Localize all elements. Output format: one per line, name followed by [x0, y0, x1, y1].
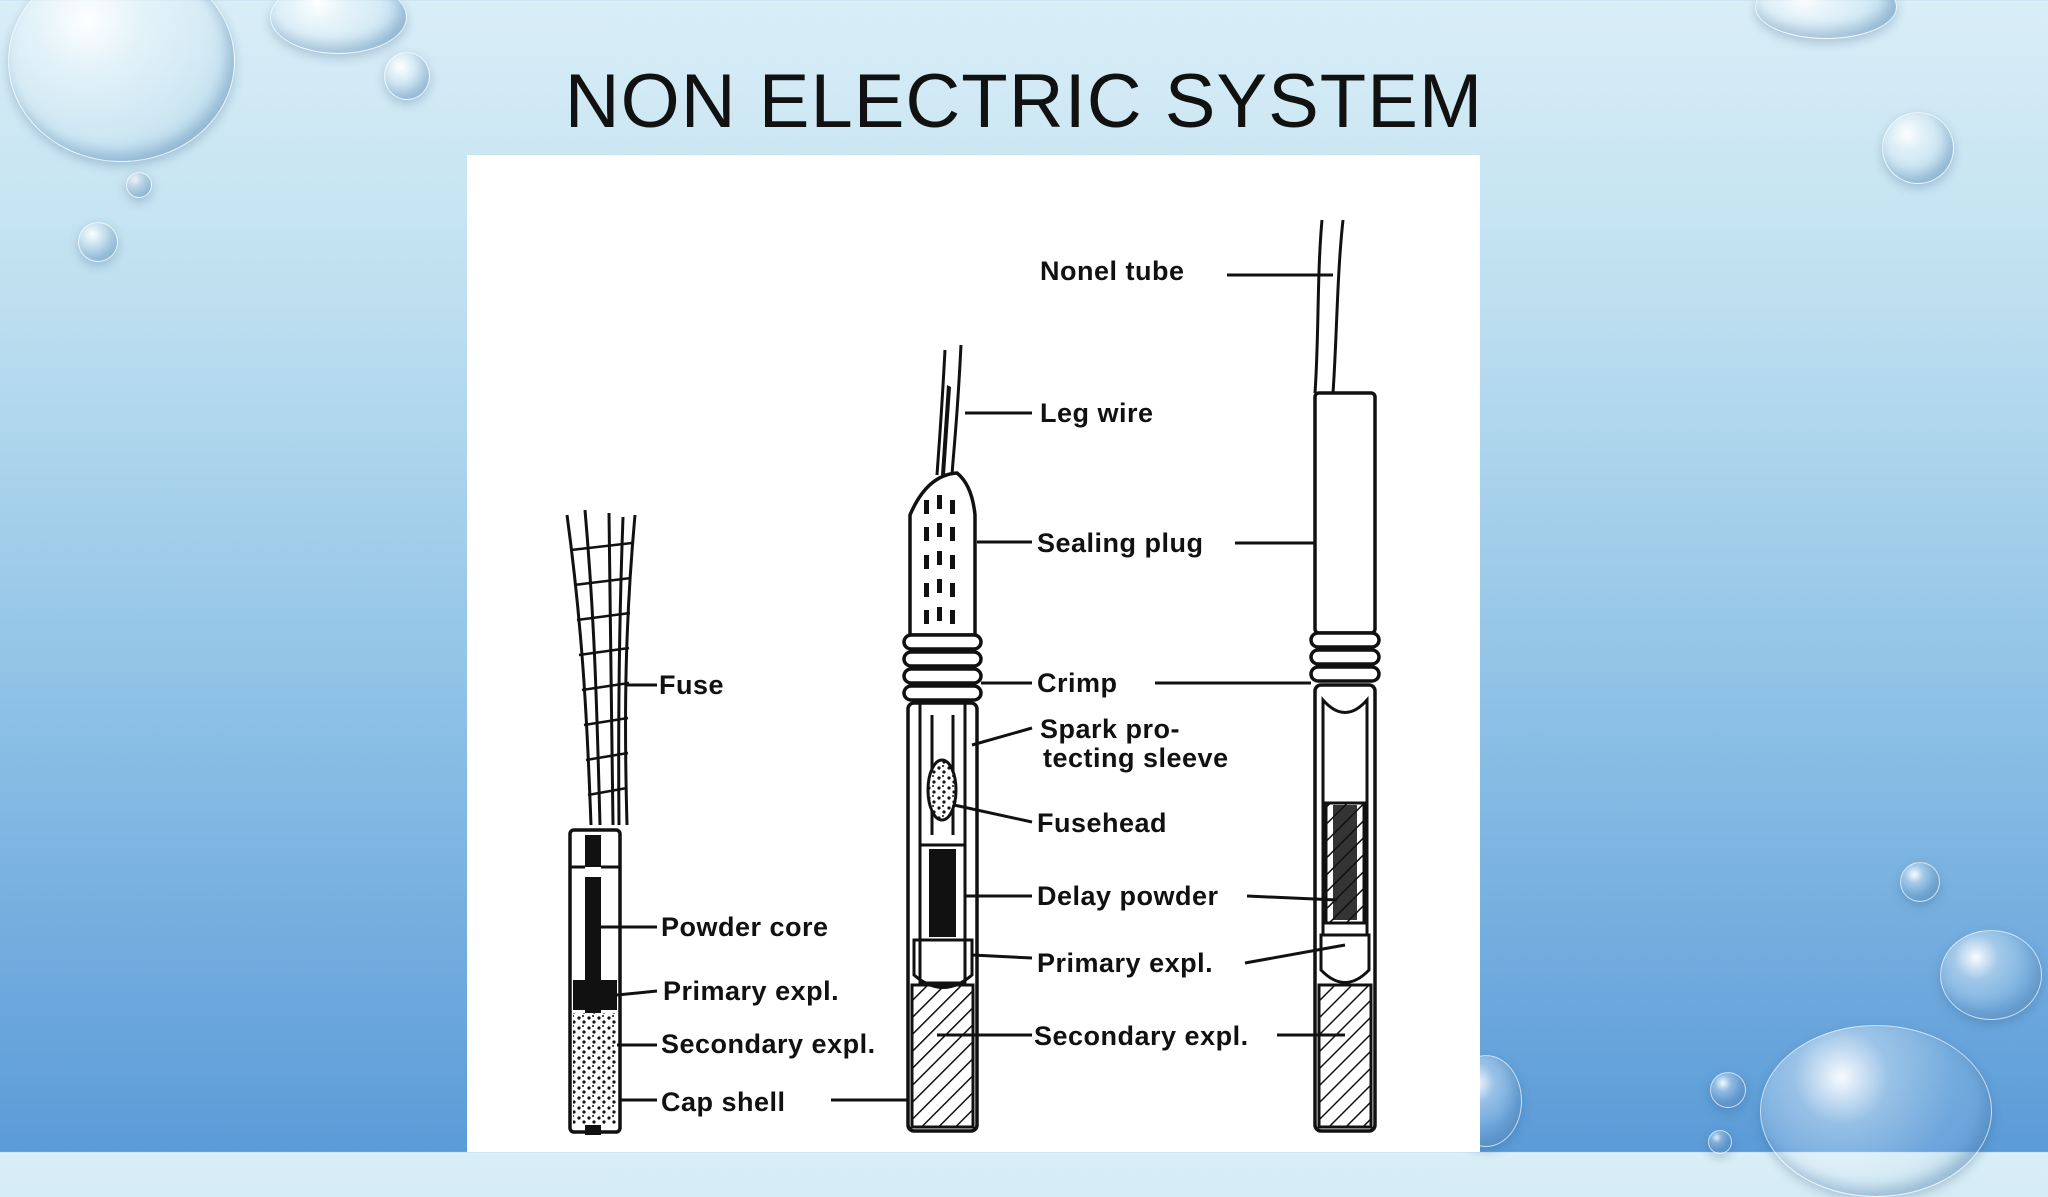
leg-wire-detonator — [831, 344, 1033, 1133]
label-crimp: Crimp — [1037, 668, 1118, 698]
label-fuse: Fuse — [659, 670, 724, 700]
label-fusehead: Fusehead — [1037, 808, 1167, 838]
water-drop — [384, 52, 430, 100]
label-spark-sleeve-2: tecting sleeve — [1043, 743, 1229, 773]
label-leg-wire: Leg wire — [1040, 398, 1154, 428]
water-drop — [1708, 1130, 1732, 1154]
label-spark-sleeve-1: Spark pro- — [1040, 714, 1180, 744]
nonel-detonator — [1155, 219, 1381, 1133]
label-primary-expl-left: Primary expl. — [663, 976, 839, 1006]
water-drop — [1760, 1025, 1992, 1197]
label-secondary-expl-center: Secondary expl. — [1034, 1021, 1249, 1051]
water-drop — [126, 172, 152, 198]
water-drop — [78, 222, 118, 262]
label-secondary-expl-left: Secondary expl. — [661, 1029, 876, 1059]
water-drop — [8, 0, 235, 162]
water-drop — [1940, 930, 2042, 1020]
diagram-panel: Nonel tube Leg wire Sealing plug Fuse Cr… — [467, 155, 1480, 1152]
fuse-cap-detonator — [565, 509, 658, 1135]
water-drop — [1900, 862, 1940, 902]
water-drop — [1755, 0, 1897, 39]
water-drop — [1710, 1072, 1746, 1108]
label-delay-powder: Delay powder — [1037, 881, 1219, 911]
label-sealing-plug: Sealing plug — [1037, 528, 1204, 558]
label-nonel-tube: Nonel tube — [1040, 256, 1185, 286]
water-drop — [1882, 112, 1954, 184]
label-powder-core: Powder core — [661, 912, 829, 942]
water-drop — [270, 0, 407, 54]
label-cap-shell: Cap shell — [661, 1087, 786, 1117]
label-primary-expl-center: Primary expl. — [1037, 948, 1213, 978]
detonator-diagram: Nonel tube Leg wire Sealing plug Fuse Cr… — [565, 219, 1381, 1135]
slide-title: NON ELECTRIC SYSTEM — [564, 59, 1484, 144]
